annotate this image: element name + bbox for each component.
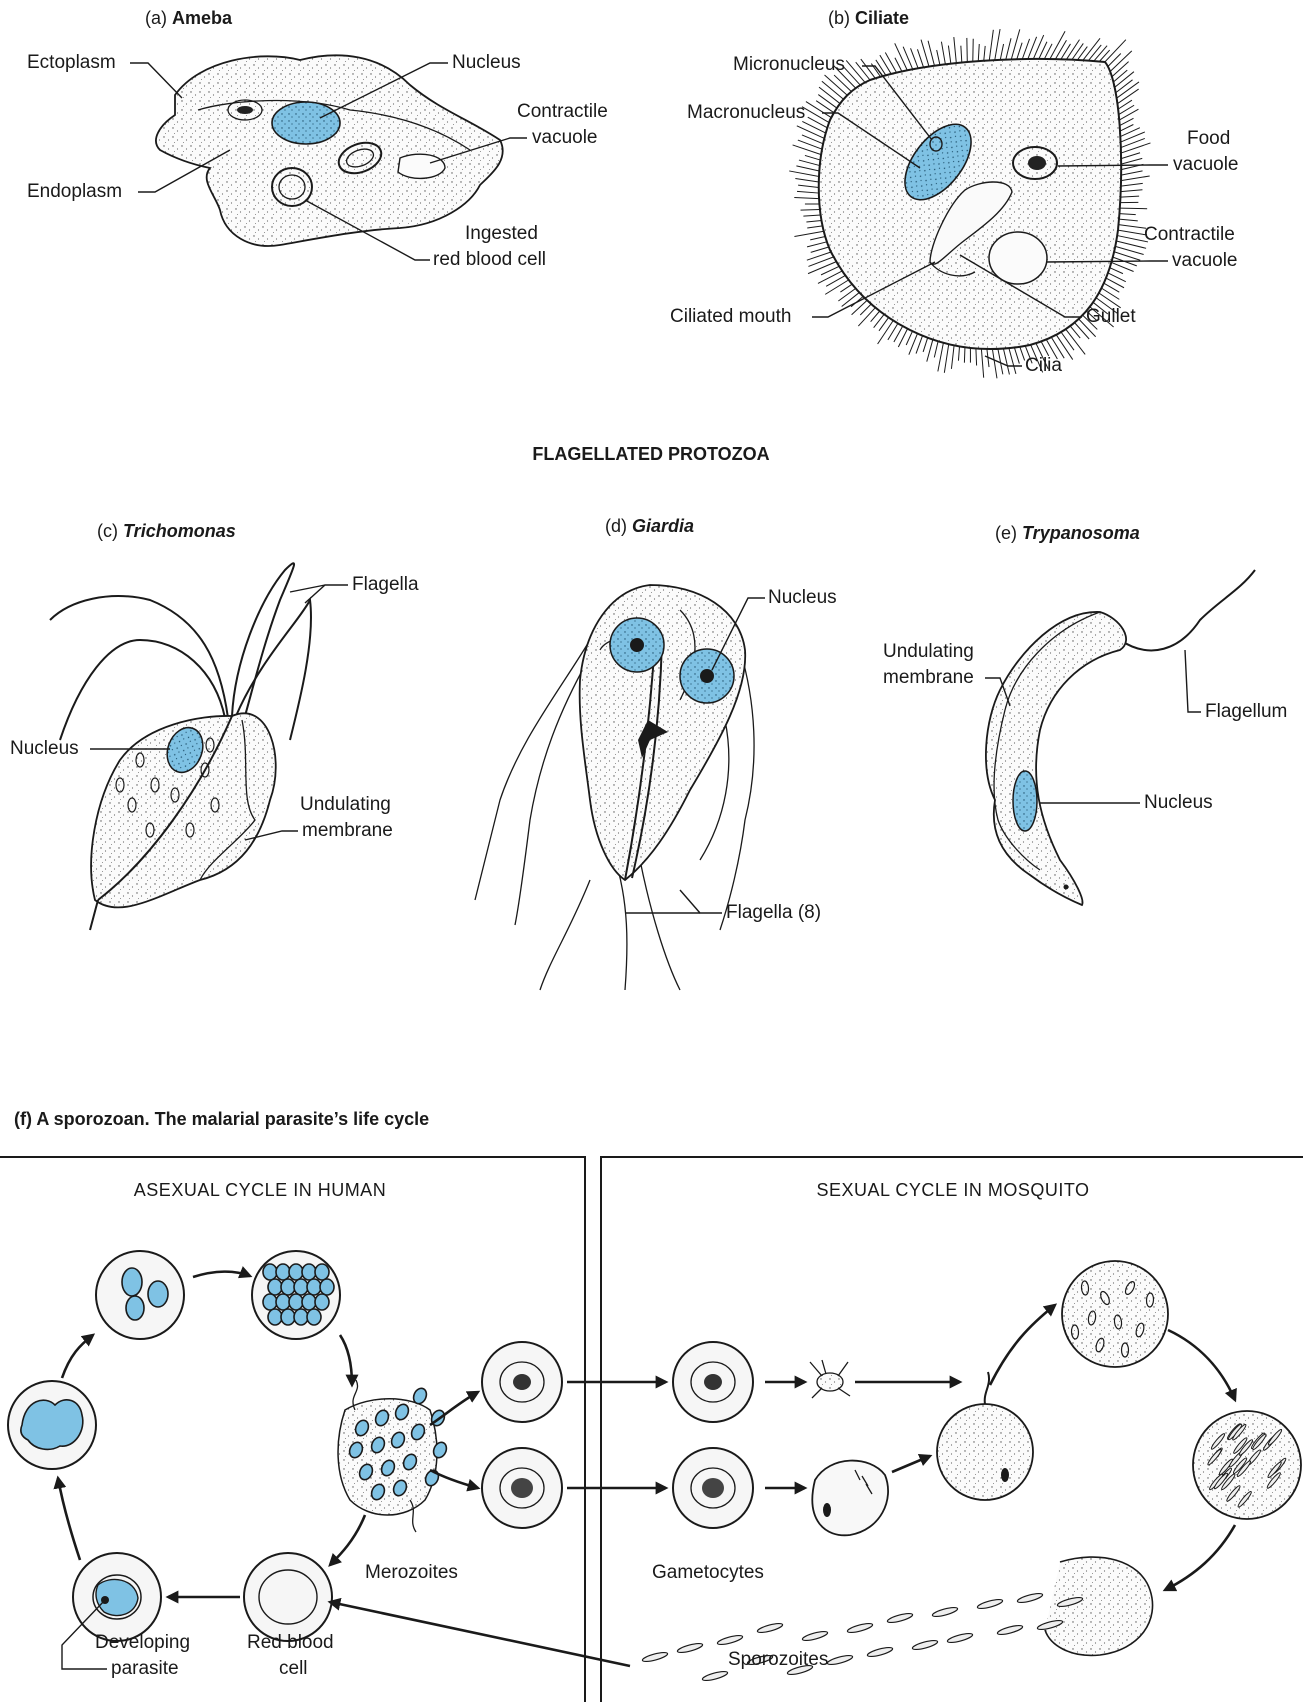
- arrow-schizont-to-rupture: [340, 1335, 352, 1385]
- ameba-cell: [156, 55, 503, 246]
- arrow-merozoite-to-gametocyte-top: [430, 1392, 478, 1425]
- oocyst: [1062, 1261, 1168, 1367]
- label-merozoites: Merozoites: [365, 1562, 458, 1583]
- leader-cilia: [985, 356, 1022, 366]
- label-gullet: Gullet: [1086, 306, 1136, 327]
- mosquito-gametocyte-top: [673, 1342, 753, 1422]
- label-developing-2: parasite: [111, 1658, 179, 1679]
- zygote: [937, 1372, 1033, 1500]
- leader-ectoplasm: [130, 63, 182, 98]
- ciliate-panel: (b) Ciliate Micronucleus Macronucleus Fo…: [670, 8, 1239, 378]
- label-ingested-2: red blood cell: [433, 249, 546, 270]
- rbc-ring-stage-pair: [96, 1251, 184, 1339]
- ameba-nucleus: [272, 102, 340, 144]
- label-trypanosoma-undulating-2: membrane: [883, 667, 974, 688]
- giardia-flagellum-7: [540, 880, 590, 990]
- trypanosoma-title: (e) Trypanosoma: [995, 523, 1140, 543]
- arrow-ring-to-schizont: [193, 1272, 250, 1277]
- ameba-contractile-vacuole: [398, 154, 445, 178]
- leader-giardia-flagella-1: [680, 890, 722, 913]
- label-ciliate-contractile-1: Contractile: [1144, 224, 1235, 245]
- label-trichomonas-nucleus: Nucleus: [10, 738, 79, 759]
- arrow-zygote-to-oocyst: [990, 1305, 1055, 1385]
- label-micronucleus: Micronucleus: [733, 54, 845, 75]
- mosquito-gametocyte-bottom: [673, 1448, 753, 1528]
- label-rbc-2: cell: [279, 1658, 308, 1679]
- label-macronucleus: Macronucleus: [687, 102, 805, 123]
- leader-food-vacuole: [1058, 165, 1168, 166]
- arrow-trophozoite-to-ring: [62, 1335, 93, 1378]
- ameba-panel: (a) Ameba Ectoplasm Endoplasm Nucleus Co…: [27, 8, 608, 270]
- leader-ciliate-contractile: [1046, 261, 1168, 262]
- leader-trichomonas-flagella-2: [290, 585, 325, 592]
- leader-flagellum: [1185, 650, 1201, 712]
- trichomonas-title: (c) Trichomonas: [97, 521, 236, 541]
- giardia-flagellum-6: [640, 860, 680, 990]
- label-ameba-contractile-2: vacuole: [532, 127, 598, 148]
- label-trypanosoma-nucleus: Nucleus: [1144, 792, 1213, 813]
- label-developing-1: Developing: [95, 1632, 190, 1653]
- trypanosoma-body: [986, 612, 1126, 905]
- mature-oocyst: [1193, 1411, 1301, 1519]
- giardia-flagellum-1: [475, 640, 590, 900]
- human-cycle-header: ASEXUAL CYCLE IN HUMAN: [134, 1180, 386, 1200]
- ameba-title: (a) Ameba: [145, 8, 233, 28]
- ciliate-title: (b) Ciliate: [828, 8, 909, 28]
- label-gametocytes: Gametocytes: [652, 1562, 764, 1583]
- trypanosoma-panel: (e) Trypanosoma Undulating membrane Flag…: [883, 523, 1287, 905]
- ciliate-contractile-vacuole: [989, 232, 1047, 284]
- ameba-vacuole-core: [237, 106, 253, 114]
- arrow-oocyst-to-mature: [1168, 1330, 1235, 1400]
- label-ameba-nucleus: Nucleus: [452, 52, 521, 73]
- label-trichomonas-undulating-2: membrane: [302, 820, 393, 841]
- label-giardia-flagella: Flagella (8): [726, 902, 821, 923]
- ruptured-cell-merozoites: [338, 1380, 449, 1532]
- arrow-mature-to-release: [1165, 1525, 1235, 1590]
- label-giardia-nucleus: Nucleus: [768, 587, 837, 608]
- giardia-panel: (d) Giardia Nucleus Flagella (8): [475, 516, 837, 990]
- rbc-trophozoite: [8, 1381, 96, 1469]
- rbc-gametocyte-bottom: [482, 1448, 562, 1528]
- label-ectoplasm: Ectoplasm: [27, 52, 116, 73]
- sporozoan-title: (f) A sporozoan. The malarial parasite’s…: [14, 1109, 429, 1129]
- label-ciliated-mouth: Ciliated mouth: [670, 306, 791, 327]
- trichomonas-flagellum-2: [232, 563, 294, 716]
- label-flagellum: Flagellum: [1205, 701, 1287, 722]
- macrogamete: [812, 1461, 888, 1536]
- label-endoplasm: Endoplasm: [27, 181, 122, 202]
- arrow-macrogamete-to-zygote: [892, 1456, 930, 1472]
- label-rbc-1: Red blood: [247, 1632, 334, 1653]
- label-food-2: vacuole: [1173, 154, 1239, 175]
- rbc-gametocyte-top: [482, 1342, 562, 1422]
- rbc-schizont: [252, 1251, 340, 1339]
- label-ameba-contractile-1: Contractile: [517, 101, 608, 122]
- label-trichomonas-flagella: Flagella: [352, 574, 419, 595]
- rbc-developing-parasite: [73, 1553, 161, 1641]
- label-trichomonas-undulating-1: Undulating: [300, 794, 391, 815]
- trypanosoma-kinetoplast: [1064, 885, 1069, 890]
- label-sporozoites: Sporozoites: [728, 1649, 828, 1670]
- label-ingested-1: Ingested: [465, 223, 538, 244]
- giardia-title: (d) Giardia: [605, 516, 694, 536]
- label-ciliate-contractile-2: vacuole: [1172, 250, 1238, 271]
- trichomonas-panel: (c) Trichomonas Nucleus Flagella Undulat…: [10, 521, 419, 930]
- flagellated-heading: FLAGELLATED PROTOZOA: [532, 444, 769, 464]
- microgamete: [810, 1360, 850, 1398]
- trypanosoma-nucleus: [1013, 771, 1037, 831]
- mosquito-cycle-header: SEXUAL CYCLE IN MOSQUITO: [816, 1180, 1089, 1200]
- sporozoan-panel: (f) A sporozoan. The malarial parasite’s…: [0, 1109, 1303, 1702]
- rbc-healthy: [244, 1553, 332, 1641]
- label-food-1: Food: [1187, 128, 1230, 149]
- arrow-developing-to-trophozoite: [58, 1478, 80, 1560]
- label-cilia: Cilia: [1025, 355, 1062, 376]
- arrow-merozoite-to-rbc: [330, 1515, 365, 1565]
- trypanosoma-flagellum: [1120, 570, 1255, 650]
- label-trypanosoma-undulating-1: Undulating: [883, 641, 974, 662]
